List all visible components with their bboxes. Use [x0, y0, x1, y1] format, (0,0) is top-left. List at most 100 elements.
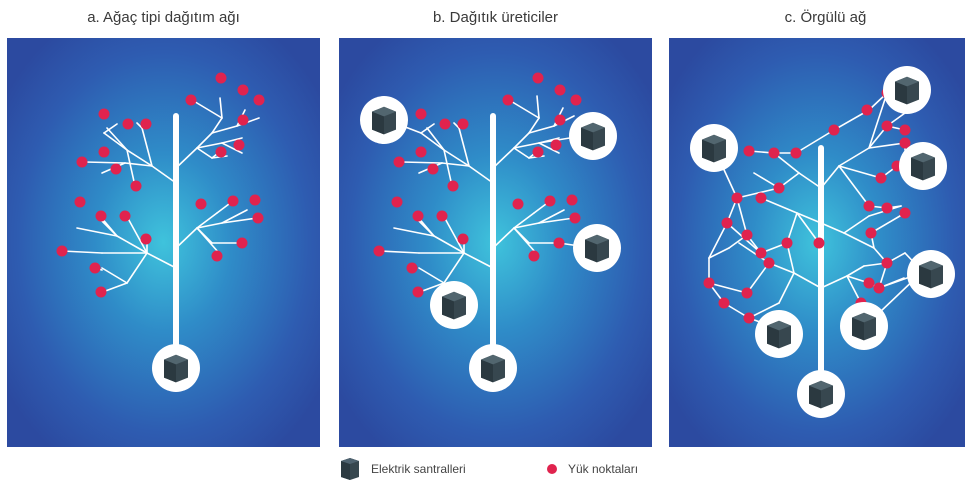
plant-cube-side: [809, 385, 821, 409]
power-line: [418, 267, 445, 284]
load-point-dot-icon: [763, 257, 775, 269]
load-point-dot-icon: [76, 156, 88, 168]
power-line: [838, 147, 870, 167]
load-point-dot-icon: [412, 286, 424, 298]
power-line: [196, 227, 220, 254]
load-point-dot-icon: [718, 297, 730, 309]
load-point-dot-icon: [863, 200, 875, 212]
plant-cube-side: [852, 317, 864, 341]
load-point-dot-icon: [532, 72, 544, 84]
power-line: [463, 252, 494, 269]
load-point-dot-icon: [743, 145, 755, 157]
power-line: [736, 187, 780, 199]
load-point-dot-icon: [703, 277, 715, 289]
power-line: [219, 97, 223, 119]
plant-cube-top: [911, 152, 935, 163]
load-point-dot-icon: [865, 227, 877, 239]
power-line: [211, 125, 238, 134]
plant-cube-top: [481, 354, 505, 365]
panel-c-meshed-network: [669, 38, 965, 447]
power-line: [146, 252, 177, 269]
plant-cube-top: [372, 106, 396, 117]
load-point-dot-icon: [227, 195, 239, 207]
power-plant-icon: [152, 344, 200, 392]
load-point-dot-icon: [743, 312, 755, 324]
power-line: [393, 227, 435, 237]
power-line: [838, 165, 882, 179]
power-line: [843, 215, 870, 234]
plant-cube-side: [164, 359, 176, 383]
load-point-dot-icon: [741, 229, 753, 241]
load-point-dot-icon: [899, 137, 911, 149]
load-point-dot-icon: [532, 146, 544, 158]
load-point-dot-icon: [873, 282, 885, 294]
power-plant-icon: [573, 224, 621, 272]
load-point-dot-icon: [781, 237, 793, 249]
plant-cube-side: [372, 111, 384, 135]
power-plant-icon: [797, 370, 845, 418]
power-line: [196, 132, 213, 149]
power-plant-icon: [883, 66, 931, 114]
power-line: [868, 92, 888, 149]
power-line: [846, 265, 865, 277]
power-line: [221, 209, 248, 224]
load-point-dot-icon: [881, 202, 893, 214]
power-line: [443, 252, 465, 284]
load-point-dot-icon: [755, 247, 767, 259]
plant-cube-side: [895, 81, 907, 105]
power-line: [196, 142, 223, 149]
power-line: [191, 99, 223, 119]
power-line: [196, 212, 218, 229]
load-point-dot-icon: [881, 257, 893, 269]
power-line: [221, 217, 258, 224]
power-line: [843, 232, 875, 249]
power-line: [528, 125, 555, 134]
power-plant-icon: [430, 281, 478, 329]
plant-cube-top: [809, 380, 833, 391]
power-line: [513, 212, 535, 229]
power-line: [798, 172, 822, 189]
legend-plant: Elektrik santralleri: [337, 456, 466, 482]
load-point-dot-icon: [74, 196, 86, 208]
power-plant-icon: [341, 458, 359, 480]
panel-title-b: b. Dağıtık üreticiler: [432, 9, 559, 26]
legend-plant-label: Elektrik santralleri: [371, 462, 466, 476]
power-line: [196, 147, 213, 159]
load-point-dot-icon: [393, 156, 405, 168]
load-point-dot-icon: [56, 245, 68, 257]
plant-cube-side: [702, 139, 714, 163]
power-line: [738, 242, 770, 264]
legend-load: Yük noktaları: [546, 456, 638, 482]
panel-title-c: c. Örgülü ağ: [784, 9, 867, 26]
load-point-dot-icon: [98, 146, 110, 158]
load-point-dot-icon: [122, 118, 134, 130]
load-point-dot-icon: [550, 139, 562, 151]
plant-cube-top: [585, 234, 609, 245]
power-line: [401, 161, 443, 164]
power-line: [820, 222, 845, 234]
power-line: [748, 302, 780, 319]
power-line: [492, 147, 515, 169]
load-point-dot-icon: [195, 198, 207, 210]
power-line: [443, 149, 453, 187]
load-point-dot-icon: [439, 118, 451, 130]
load-point-dot-icon: [233, 139, 245, 151]
power-line: [211, 117, 223, 134]
load-point-dot-icon: [861, 104, 873, 116]
power-plant-icon: [569, 112, 617, 160]
power-line: [513, 147, 530, 159]
power-line: [508, 99, 540, 119]
plant-cube-top: [852, 312, 876, 323]
power-line: [746, 262, 770, 294]
power-line: [870, 212, 906, 234]
load-point-dot-icon: [236, 237, 248, 249]
power-line: [538, 142, 560, 154]
plant-cube-side: [919, 265, 931, 289]
load-point-dot-icon: [391, 196, 403, 208]
load-point-dot-icon: [863, 277, 875, 289]
power-line: [103, 123, 118, 134]
power-line: [221, 137, 243, 144]
load-point-dot-icon: [119, 210, 131, 222]
power-plant-icon: [360, 96, 408, 144]
power-plant-icon: [840, 302, 888, 350]
